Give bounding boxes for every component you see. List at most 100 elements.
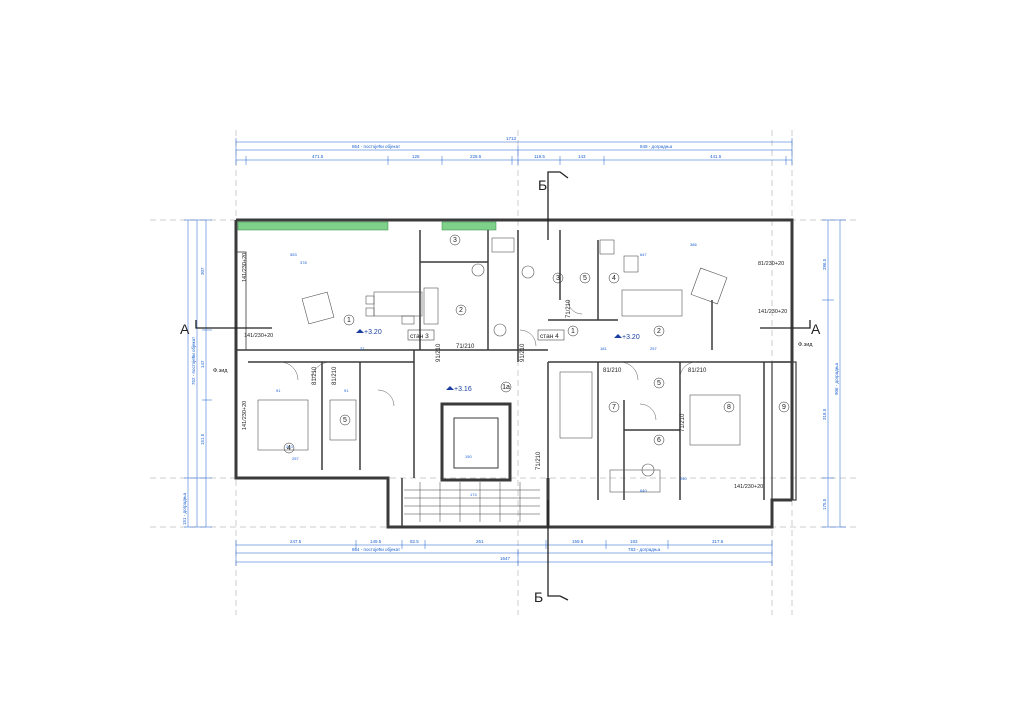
interior-dimension-labels: 553 378 647 386 91 91 150 174 240 640 24… — [276, 242, 697, 497]
room-number: 4 — [287, 445, 291, 452]
room-number: 3 — [556, 275, 560, 282]
room-number: 5 — [657, 380, 661, 387]
svg-text:91: 91 — [344, 388, 349, 393]
room-number: 2 — [459, 307, 463, 314]
window-label: 141/230+20 — [734, 484, 763, 490]
left-segment: 307 — [200, 267, 205, 275]
top-segment: 143 — [578, 154, 586, 159]
door-label: 91/210 — [520, 343, 526, 362]
room-number: 6 — [657, 437, 661, 444]
door-label: 71/210 — [680, 413, 686, 432]
window-label: 141/230+20 — [758, 309, 787, 315]
section-marker-b-bottom: Б — [534, 589, 543, 605]
axis-grid — [150, 130, 860, 615]
door-label: 71/210 — [456, 344, 475, 350]
window-label: 141/230+20 — [242, 253, 248, 282]
bottom-overall-dimension: 1647 — [500, 556, 511, 561]
section-line-b — [547, 171, 569, 601]
wall-note: Ф.зид — [213, 368, 228, 374]
svg-text:37: 37 — [360, 346, 365, 351]
bottom-segment: 247.5 — [290, 539, 302, 544]
svg-text:174: 174 — [470, 492, 477, 497]
left-dimension-chain — [184, 219, 212, 528]
right-segment: 286.5 — [822, 258, 827, 270]
bottom-segment: 82.5 — [410, 539, 419, 544]
top-addition-label: 849 - доградња — [640, 144, 673, 149]
level-mark: +3.20 — [364, 329, 382, 336]
svg-text:553: 553 — [290, 252, 297, 257]
room-number: 5 — [583, 275, 587, 282]
top-dimension-chain — [235, 138, 793, 165]
door-label: 91/210 — [436, 343, 442, 362]
bottom-segment: 183 — [630, 539, 638, 544]
window-label: 141/230+20 — [242, 401, 248, 430]
section-marker-a-right: А — [811, 321, 821, 337]
apartment-label: стан 3 — [410, 333, 429, 340]
right-segment: 175.5 — [822, 498, 827, 510]
room-number: 8 — [727, 404, 731, 411]
section-line-a — [195, 320, 811, 329]
top-segment: 119.5 — [534, 154, 545, 159]
level-mark: +3.16 — [454, 386, 472, 393]
window-label: 81/230+20 — [758, 261, 784, 267]
bottom-existing-label: 864 - постојећи објекат — [352, 547, 400, 552]
bottom-segment: 317.5 — [712, 539, 724, 544]
svg-text:181: 181 — [600, 346, 607, 351]
left-existing-label: 752 - постојећи објекат — [191, 337, 196, 385]
svg-text:386: 386 — [690, 242, 697, 247]
bottom-segment: 149.5 — [370, 539, 382, 544]
level-mark: +3.20 — [622, 334, 640, 341]
right-addition-label: 906 - доградња — [834, 362, 839, 395]
svg-text:257: 257 — [292, 456, 299, 461]
svg-text:240: 240 — [680, 476, 687, 481]
svg-text:91: 91 — [276, 388, 281, 393]
room-number: 7 — [612, 404, 616, 411]
top-segment: 228.5 — [470, 154, 482, 159]
top-overall-dimension: 1713 — [506, 136, 517, 141]
bottom-addition-label: 783 - доградња — [628, 547, 661, 552]
door-label: 71/210 — [536, 451, 542, 470]
svg-text:240: 240 — [286, 444, 293, 449]
svg-text:647: 647 — [640, 252, 647, 257]
room-number: 9 — [782, 404, 786, 411]
svg-text:640: 640 — [640, 488, 647, 493]
top-segment: 125 — [412, 154, 420, 159]
door-swings — [279, 299, 697, 421]
room-number: 1 — [571, 328, 575, 335]
window-label: 141/230+20 — [244, 333, 273, 339]
door-label: 81/210 — [332, 366, 338, 385]
top-segment: 441.5 — [710, 154, 722, 159]
section-marker-a-left: А — [180, 321, 190, 337]
room-number: 4 — [612, 275, 616, 282]
door-label: 71/210 — [566, 299, 572, 318]
terrace-strip — [237, 221, 389, 231]
left-addition-label: 151 - доградња — [182, 492, 187, 525]
door-label: 81/210 — [603, 368, 622, 374]
bottom-segment: 159.5 — [572, 539, 584, 544]
room-number: 2 — [657, 328, 661, 335]
section-marker-b-top: Б — [538, 177, 547, 193]
door-label: 81/210 — [688, 368, 707, 374]
top-segment: 471.5 — [312, 154, 324, 159]
right-dimension-chain — [822, 219, 846, 528]
exterior-walls — [234, 218, 794, 529]
room-number: 5 — [343, 417, 347, 424]
left-balcony-window — [235, 251, 247, 351]
room-number: 1a — [502, 384, 510, 391]
furniture — [257, 237, 741, 493]
wall-note: Ф.зид — [798, 342, 813, 348]
room-number: 3 — [453, 237, 457, 244]
left-segment: 147 — [200, 360, 205, 368]
svg-text:257: 257 — [650, 346, 657, 351]
stair-core — [404, 402, 540, 522]
right-segment: 318.5 — [822, 408, 827, 420]
right-balcony — [771, 361, 797, 501]
room-number: 1 — [347, 317, 351, 324]
left-segment: 151.5 — [200, 433, 205, 445]
level-marks: +3.20 +3.20 +3.16 — [356, 329, 640, 393]
apartment-label: стан 4 — [540, 333, 559, 340]
top-existing-label: 864 - постојећи објекат — [352, 144, 400, 149]
terrace-strip — [441, 221, 497, 231]
bottom-segment: 261 — [476, 539, 484, 544]
